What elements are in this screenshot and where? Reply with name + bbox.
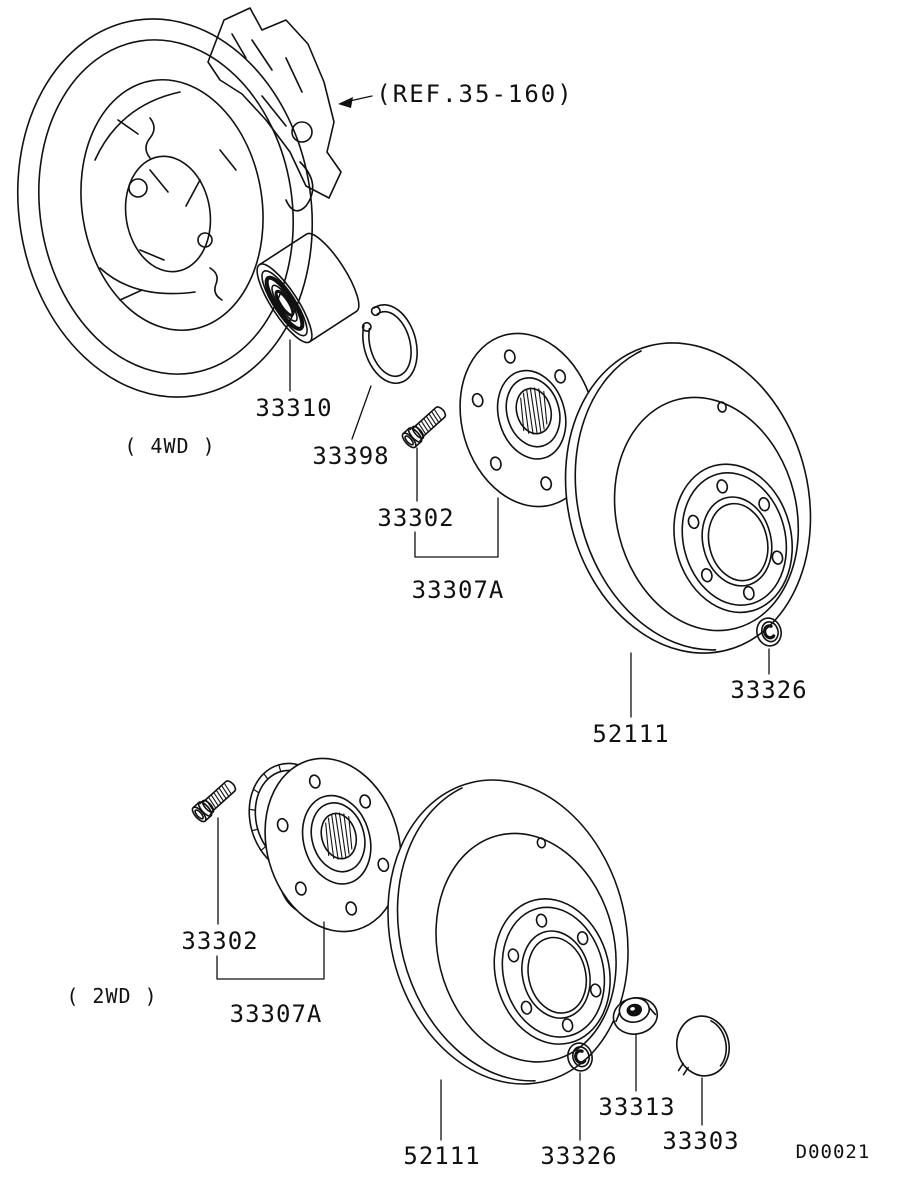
snap-ring-drawing xyxy=(361,304,418,385)
wheel-stud-drawing-2wd xyxy=(189,776,240,825)
part-number-label-stud-2wd: 33302 xyxy=(181,927,259,955)
part-number-label-cap-2wd: 33326 xyxy=(540,1142,618,1170)
part-number-label-hub-2wd: 33307A xyxy=(229,1000,323,1028)
part-number-label-bearing-4wd: 33310 xyxy=(255,394,333,422)
part-number-label-snap-ring-4wd: 33398 xyxy=(312,442,390,470)
section-label-4wd: ( 4WD ) xyxy=(124,434,216,458)
backing-plate-drawing xyxy=(16,18,314,398)
lock-nut-drawing xyxy=(612,997,659,1035)
brake-disc-drawing-4wd xyxy=(532,315,844,681)
brake-disc-drawing-2wd xyxy=(355,753,661,1111)
ref-arrow xyxy=(338,95,373,108)
hub-assembly-drawing-4wd xyxy=(439,316,617,524)
part-number-label-stud-4wd: 33302 xyxy=(377,504,455,532)
wheel-bearing-drawing xyxy=(256,232,360,344)
dust-cap-drawing xyxy=(676,1015,730,1077)
part-number-label-hub-4wd: 33307A xyxy=(411,576,505,604)
section-label-2wd: ( 2WD ) xyxy=(66,984,158,1008)
part-number-label-disc-4wd: 52111 xyxy=(592,720,670,748)
leader-lines xyxy=(216,95,770,1141)
hub-assembly-drawing-2wd xyxy=(244,741,422,949)
drawing-number-label: D00021 xyxy=(795,1141,871,1163)
wheel-stud-drawing-4wd xyxy=(399,402,450,451)
part-number-label-cap-4wd: 33326 xyxy=(730,676,808,704)
part-number-label-disc-2wd: 52111 xyxy=(403,1142,481,1170)
parking-brake-bracket-drawing xyxy=(207,7,342,212)
part-number-label-dust-cap-2wd: 33303 xyxy=(662,1127,740,1155)
ref-note-label: (REF.35-160) xyxy=(376,80,574,108)
part-number-label-lock-nut-2wd: 33313 xyxy=(598,1093,676,1121)
